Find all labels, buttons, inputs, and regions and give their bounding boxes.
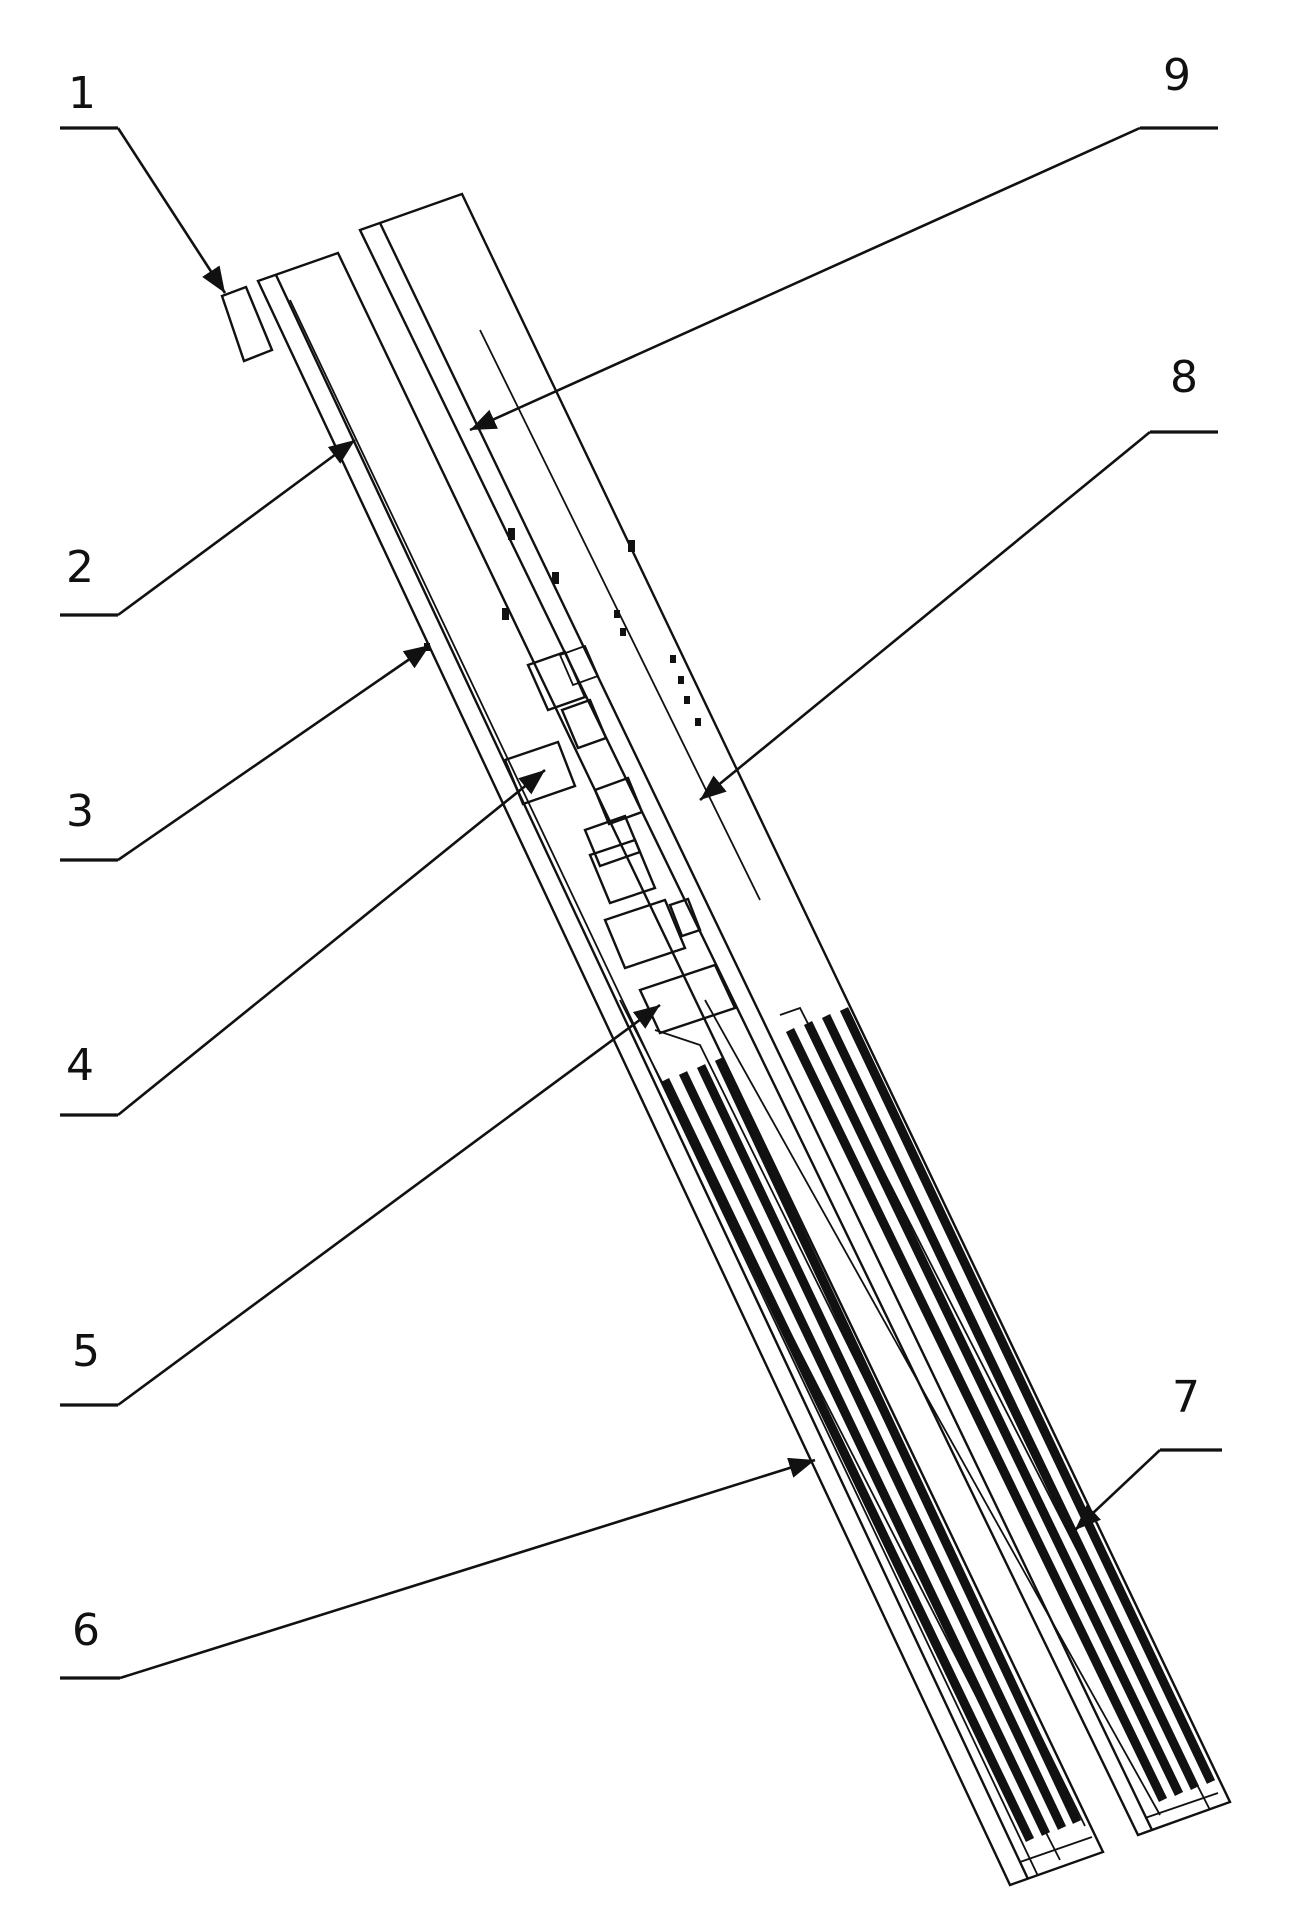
label-6: 6: [72, 1605, 100, 1656]
component-block-g: [603, 898, 687, 970]
trace-bar-left-3: [696, 1064, 1067, 1830]
leader-line-5: [117, 1003, 661, 1407]
component-block-d: [593, 776, 644, 826]
leader-line-2: [117, 438, 356, 617]
label-7: 7: [1172, 1372, 1200, 1423]
mark-3: [502, 608, 509, 620]
component-block-h: [668, 897, 702, 938]
leader-line-1: [116, 127, 227, 294]
right-board-end-cap: [1144, 1792, 1219, 1819]
label-2: 2: [66, 542, 94, 593]
labels: 1 9 8 2 3 4 5 7 6: [66, 50, 1200, 1656]
leader-line-4: [117, 768, 546, 1117]
mark-9: [684, 696, 690, 704]
component-block-c: [503, 740, 577, 806]
leader-line-7: [1074, 1449, 1161, 1531]
components-cluster: [424, 528, 702, 970]
label-9: 9: [1163, 50, 1191, 101]
label-5: 5: [72, 1326, 100, 1377]
mark-2: [552, 572, 559, 584]
mark-7: [670, 655, 676, 663]
part-1-tab: [220, 285, 274, 363]
left-board-inner-edge: [274, 274, 1030, 1880]
left-board-outline: [256, 251, 1105, 1887]
leader-line-8: [699, 430, 1151, 802]
trace-bar-left-4: [714, 1057, 1082, 1824]
right-board-face-line: [704, 999, 1161, 1816]
left-board: [220, 251, 1105, 1887]
trace-bar-left-2: [678, 1071, 1051, 1836]
right-board-inner-edge: [378, 222, 1154, 1831]
mark-1: [508, 528, 515, 540]
label-3: 3: [66, 786, 94, 837]
trace-bar-right-1: [785, 1028, 1168, 1802]
mark-6: [620, 628, 626, 636]
leader-line-3: [117, 643, 431, 862]
mark-8: [678, 676, 684, 684]
mark-10: [695, 718, 701, 726]
component-block-b: [560, 698, 608, 750]
component-block-i: [558, 644, 600, 687]
trace-bar-left-1: [660, 1078, 1035, 1842]
label-1: 1: [68, 68, 96, 119]
mark-5: [614, 610, 620, 618]
label-8: 8: [1170, 352, 1198, 403]
component-block-f: [588, 838, 657, 905]
left-board-end-cap: [1019, 1836, 1093, 1863]
mark-4: [628, 540, 635, 552]
trace-bar-right-4: [839, 1007, 1216, 1784]
trace-bar-right-3: [821, 1014, 1200, 1790]
leader-line-9: [469, 126, 1141, 432]
right-board: [358, 192, 1232, 1837]
leader-lines: [60, 126, 1222, 1680]
trace-bar-right-2: [803, 1021, 1184, 1796]
component-block-a: [526, 650, 587, 712]
leader-line-6: [119, 1457, 816, 1680]
right-board-outline: [358, 192, 1232, 1837]
label-4: 4: [66, 1040, 94, 1091]
